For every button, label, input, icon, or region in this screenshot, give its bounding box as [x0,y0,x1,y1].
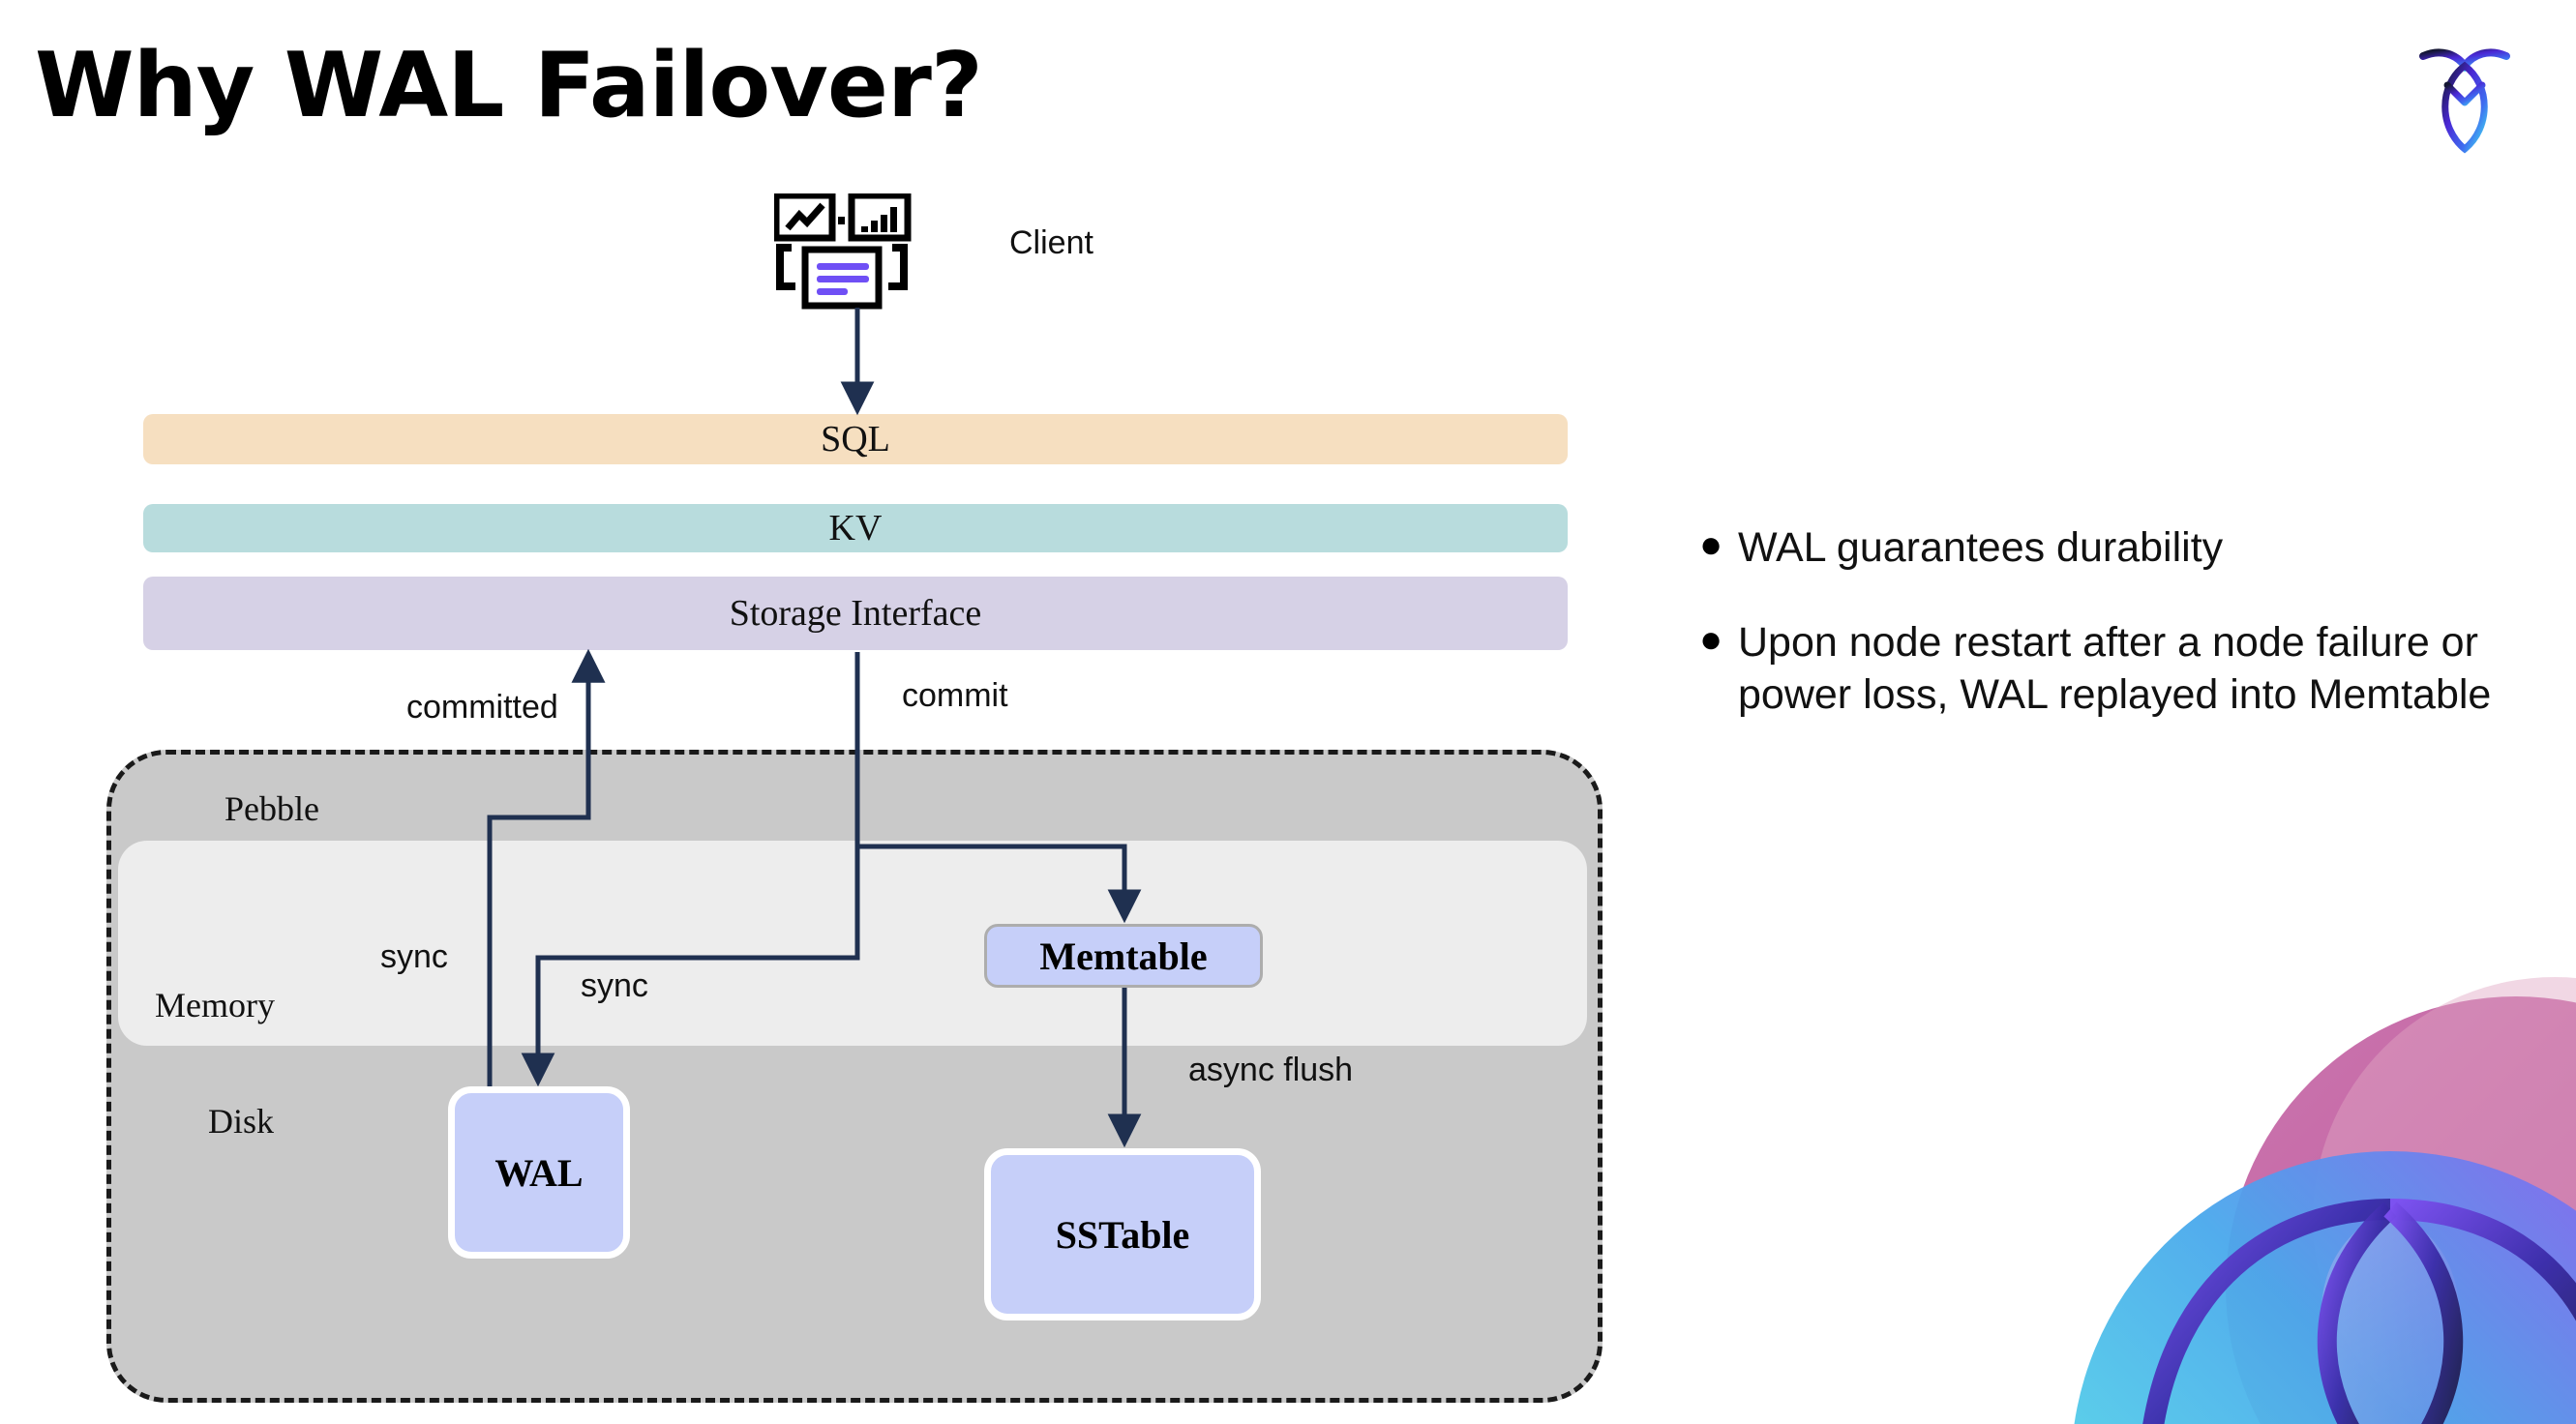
edge-label-sync-a: sync [380,938,448,975]
diagram-connectors [487,308,1142,1148]
memory-zone [118,841,1587,1046]
bullet-marker-icon: ● [1699,523,1723,566]
edge-label-sync-b: sync [581,967,648,1004]
cockroachdb-logo-icon [2402,31,2528,157]
list-item: ● WAL guarantees durability [1699,522,2512,575]
layer-bar-storage-interface: Storage Interface [143,577,1568,650]
node-wal[interactable]: WAL [448,1086,630,1259]
node-label-memtable: Memtable [1039,934,1208,978]
layer-label-sql: SQL [821,419,890,460]
client-dashboard-icon [772,192,929,310]
edge-sync-to-wal [521,652,860,1087]
bullet-list: ● WAL guarantees durability ● Upon node … [1699,522,2512,763]
bullet-text: WAL guarantees durability [1738,524,2224,571]
pebble-label: Pebble [225,789,319,828]
bullet-marker-icon: ● [1699,617,1723,661]
edge-label-async-flush: async flush [1188,1052,1354,1088]
list-item: ● Upon node restart after a node failure… [1699,617,2512,722]
layer-bar-kv: KV [143,504,1568,552]
bullet-text: Upon node restart after a node failure o… [1738,618,2492,718]
edge-label-commit: commit [902,677,1008,714]
cockroachdb-decorative-mark-icon [1974,929,2576,1424]
disk-label: Disk [208,1102,275,1141]
architecture-diagram: Client SQL KV Storage Interface Pebble M… [106,192,1603,1403]
node-sstable[interactable]: SSTable [984,1148,1261,1320]
node-label-sstable: SSTable [1055,1212,1190,1257]
edge-committed [487,648,606,1093]
layer-label-kv: KV [828,508,883,549]
node-memtable[interactable]: Memtable [984,924,1263,988]
page-title: Why WAL Failover? [35,33,983,137]
layer-label-storage-interface: Storage Interface [729,593,982,634]
node-label-wal: WAL [494,1150,584,1195]
memory-label: Memory [155,986,275,1024]
layer-bar-sql: SQL [143,414,1568,464]
client-label: Client [1009,224,1093,261]
edge-label-committed: committed [406,689,558,726]
